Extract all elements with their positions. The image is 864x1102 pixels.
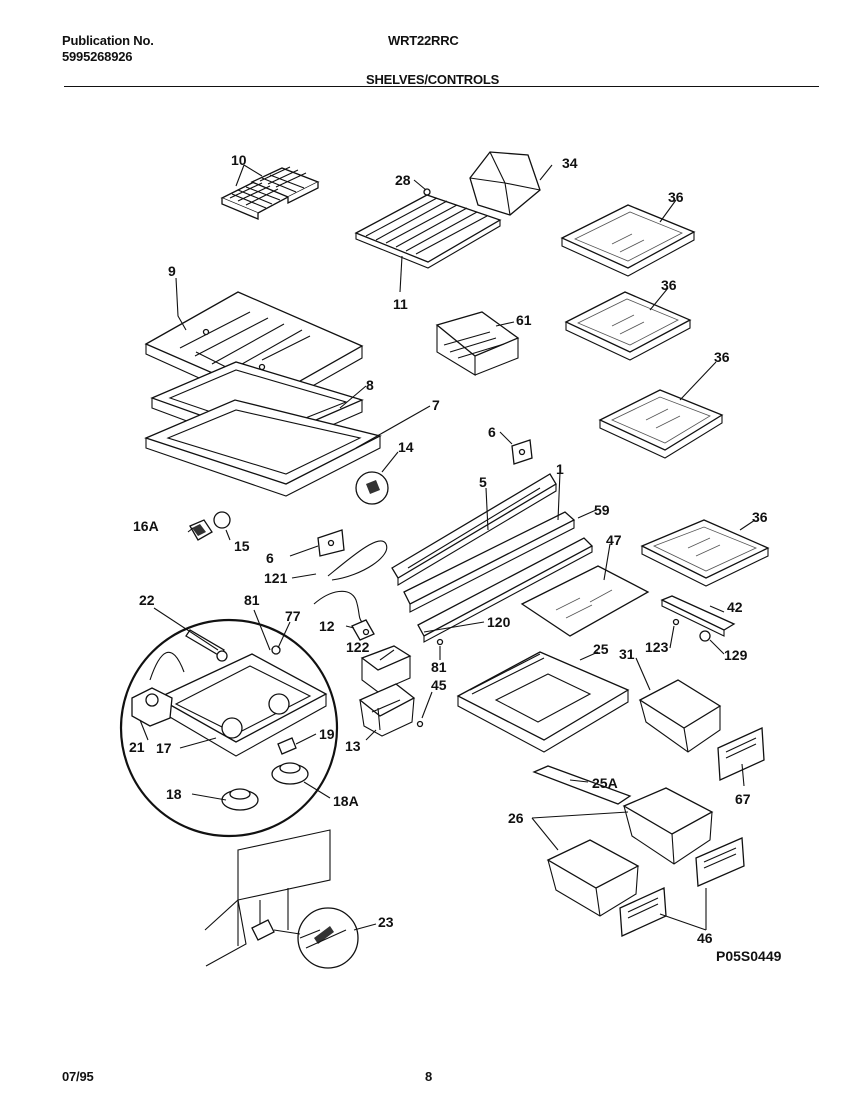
part-screw-45 xyxy=(416,720,424,728)
part-freezer-shelf-bottom xyxy=(144,399,382,497)
part-screw-81 xyxy=(436,638,444,646)
callout-34: 34 xyxy=(562,155,578,171)
part-glass-shelf-4 xyxy=(640,519,770,587)
part-wire-harness xyxy=(313,540,388,623)
part-crisper-drawer-upper xyxy=(622,787,714,865)
part-drawer-panel-left xyxy=(619,887,667,937)
callout-18: 18 xyxy=(166,786,182,802)
part-ice-trays xyxy=(220,166,320,220)
section-title: SHELVES/CONTROLS xyxy=(366,72,500,87)
callout-23: 23 xyxy=(378,914,394,930)
callout-36-1: 36 xyxy=(668,189,684,205)
part-crisper-drawer-lower xyxy=(546,839,640,917)
part-door-rack xyxy=(435,311,520,376)
part-door-bin-small xyxy=(469,151,541,216)
callout-5: 5 xyxy=(479,474,487,490)
callout-1: 1 xyxy=(556,461,564,477)
callout-31: 31 xyxy=(619,646,635,662)
part-drawer-panel-right xyxy=(695,837,745,887)
callout-123: 123 xyxy=(645,639,669,655)
callout-129: 129 xyxy=(724,647,748,663)
part-bracket-upper xyxy=(511,439,533,465)
callout-61-upper: 61 xyxy=(516,312,532,328)
callout-59: 59 xyxy=(594,502,610,518)
part-shelf-support xyxy=(660,595,736,642)
figure-id: P05S0449 xyxy=(716,948,782,964)
callout-77: 77 xyxy=(285,608,301,624)
part-glass-shelf-3 xyxy=(598,389,724,459)
callout-6-lower: 6 xyxy=(266,550,274,566)
callout-81-lower: 81 xyxy=(431,659,447,675)
callout-16A: 16A xyxy=(133,518,159,534)
callout-47: 47 xyxy=(606,532,622,548)
part-light-bulb xyxy=(189,511,231,541)
callout-13: 13 xyxy=(345,738,361,754)
part-rail-25A xyxy=(532,765,632,805)
callout-67: 67 xyxy=(735,791,751,807)
part-crisper-panel-67 xyxy=(717,727,765,781)
header-rule xyxy=(64,86,819,87)
callout-10: 10 xyxy=(231,152,247,168)
callout-8: 8 xyxy=(366,377,374,393)
callout-120: 120 xyxy=(487,614,511,630)
part-damper xyxy=(358,645,416,737)
part-cabinet-corner xyxy=(204,829,331,967)
callout-11: 11 xyxy=(393,296,408,312)
callout-81-upper: 81 xyxy=(244,592,260,608)
callout-46: 46 xyxy=(697,930,713,946)
part-leveler-23 xyxy=(273,907,359,969)
callout-labels: 10 28 34 36 36 36 36 9 11 61 8 7 6 14 1 … xyxy=(129,152,782,964)
part-switch xyxy=(351,619,375,641)
callout-15: 15 xyxy=(234,538,250,554)
part-bracket-lower xyxy=(317,529,345,557)
callout-36-2: 36 xyxy=(661,277,677,293)
part-glass-shelf-2 xyxy=(564,291,692,361)
callout-18A: 18A xyxy=(333,793,359,809)
callout-7: 7 xyxy=(432,397,440,413)
footer-date: 07/95 xyxy=(62,1069,94,1084)
callout-14: 14 xyxy=(398,439,414,455)
part-wire-shelf xyxy=(354,188,502,269)
inset-control-assembly xyxy=(119,618,339,838)
part-rail-1 xyxy=(403,511,576,613)
page-number: 8 xyxy=(425,1069,433,1084)
part-glass-shelf-1 xyxy=(560,204,696,277)
callout-36-3: 36 xyxy=(714,349,730,365)
callout-12: 12 xyxy=(319,618,335,634)
callout-26: 26 xyxy=(508,810,524,826)
model-number: WRT22RRC xyxy=(388,33,459,48)
part-rail-120 xyxy=(417,537,594,643)
callout-28: 28 xyxy=(395,172,411,188)
part-crisper-glass xyxy=(520,565,650,637)
callout-6-upper: 6 xyxy=(488,424,496,440)
part-meat-pan xyxy=(638,679,722,753)
leader-lines xyxy=(139,164,756,931)
callout-42: 42 xyxy=(727,599,743,615)
callout-19: 19 xyxy=(319,726,335,742)
callout-45: 45 xyxy=(431,677,447,693)
publication-label: Publication No. xyxy=(62,33,154,48)
callout-121: 121 xyxy=(264,570,288,586)
publication-number: 5995268926 xyxy=(62,49,133,64)
callout-17: 17 xyxy=(156,740,172,756)
callout-25A: 25A xyxy=(592,775,618,791)
part-control-panel xyxy=(391,473,557,586)
callout-21: 21 xyxy=(129,739,145,755)
callout-36-4: 36 xyxy=(752,509,768,525)
callout-9: 9 xyxy=(168,263,176,279)
callout-122: 122 xyxy=(346,639,370,655)
callout-22: 22 xyxy=(139,592,155,608)
part-pan-frame xyxy=(456,651,630,753)
callout-25: 25 xyxy=(593,641,609,657)
part-light-socket xyxy=(355,471,389,505)
